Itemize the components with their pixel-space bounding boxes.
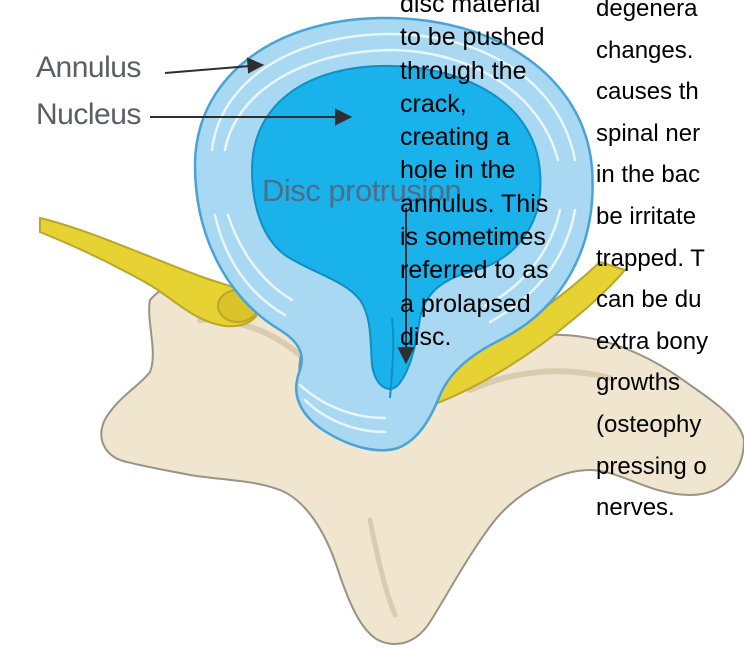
prolapse-description-text: disc material to be pushed through the c… [400, 0, 549, 354]
nucleus-label: Nucleus [36, 98, 141, 132]
annulus-label: Annulus [36, 51, 141, 85]
degeneration-description-text: degenera changes. causes th spinal ner i… [596, 0, 708, 529]
